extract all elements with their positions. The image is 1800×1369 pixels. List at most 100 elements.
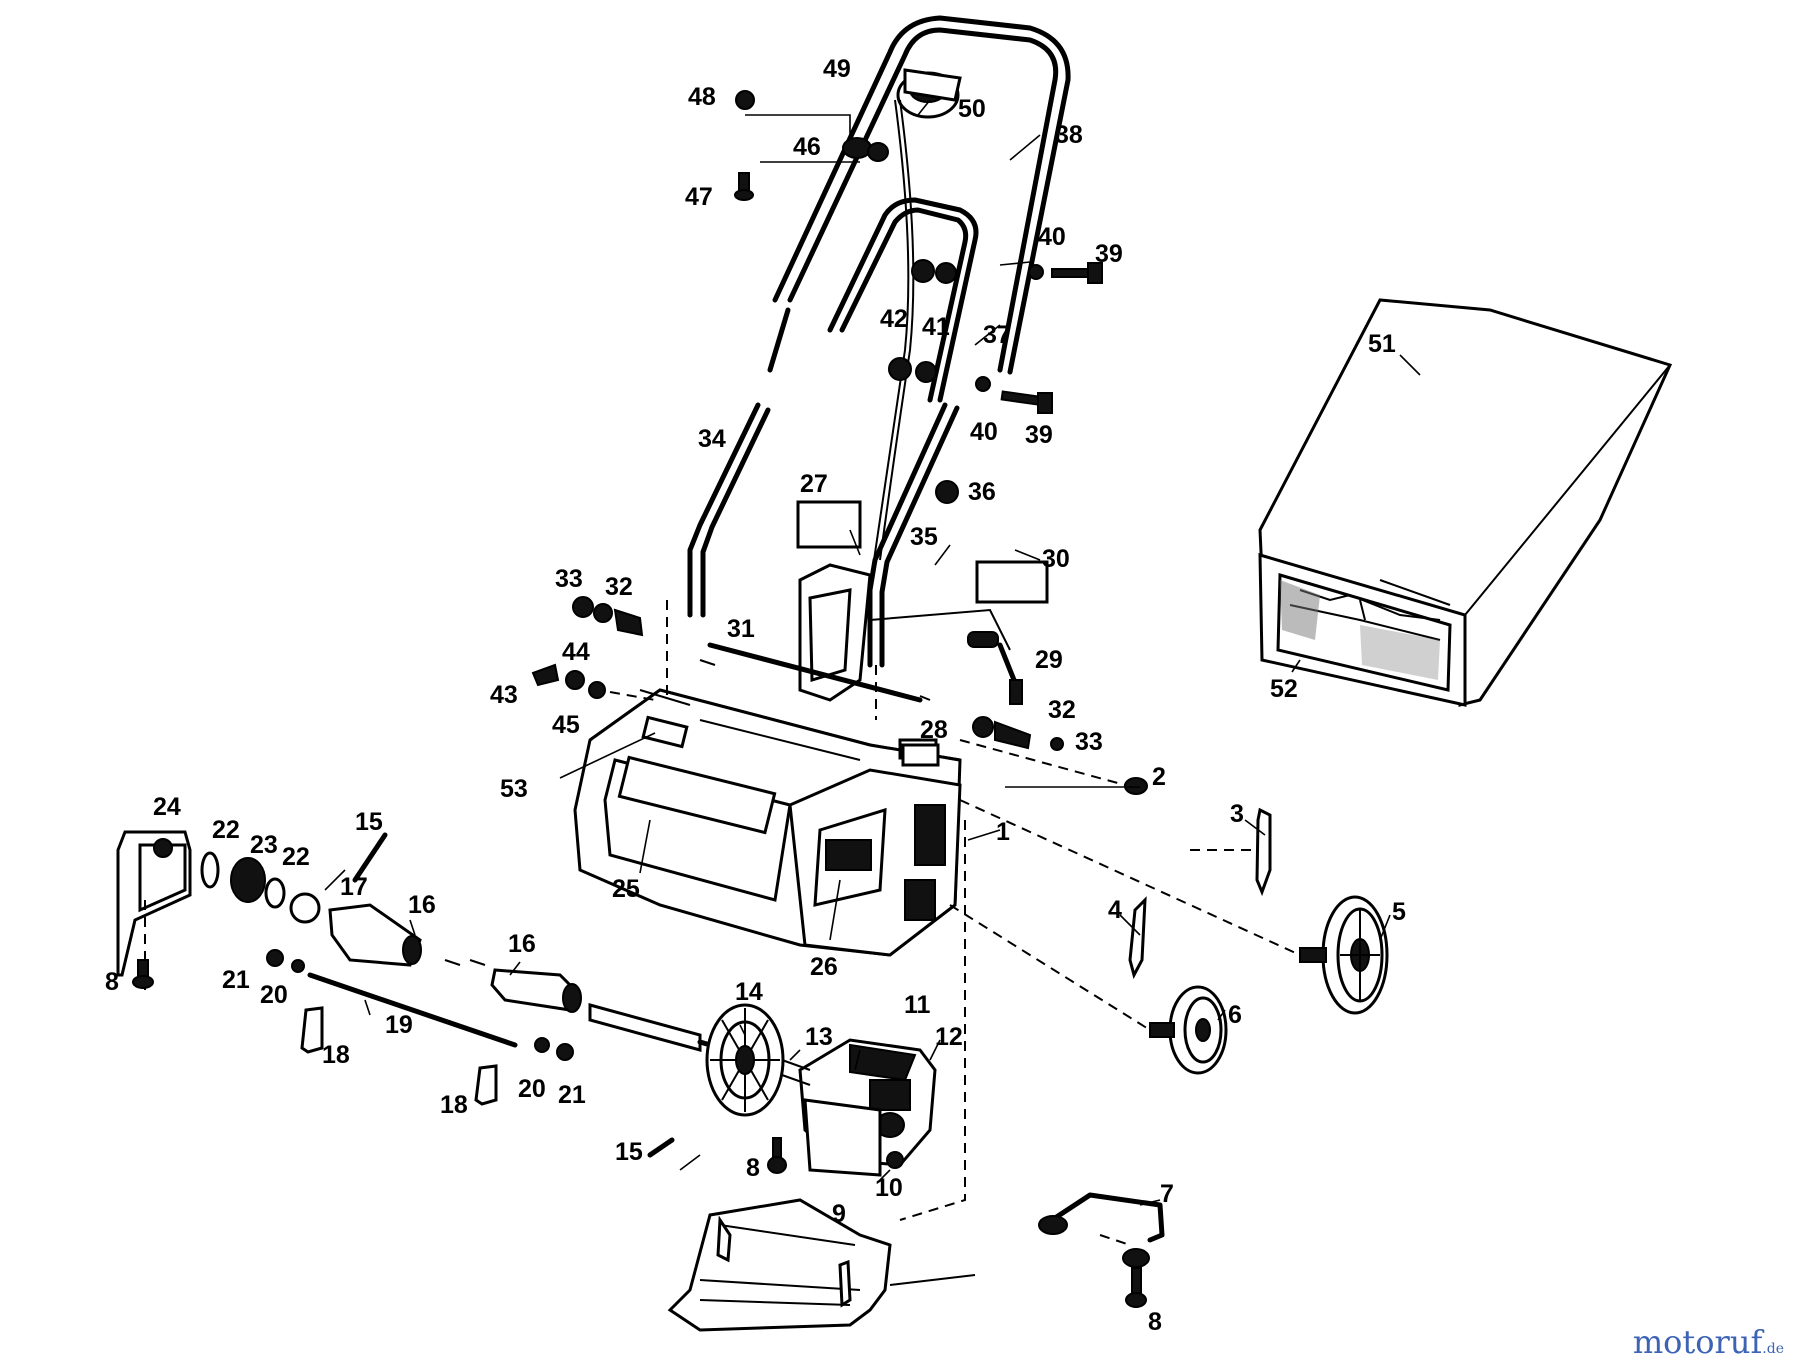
callout-50: 50: [958, 95, 986, 123]
cable-2: [873, 99, 910, 561]
callout-16-b: 16: [508, 930, 536, 958]
callout-33-b: 33: [1075, 728, 1103, 756]
callout-13: 13: [805, 1023, 833, 1051]
bolt-39-upper: [1028, 262, 1103, 284]
callout-36: 36: [968, 478, 996, 506]
clip-4: [1128, 896, 1147, 980]
callout-32-a: 32: [605, 573, 633, 601]
switch-housing: [896, 68, 962, 119]
leader-lines: [324, 99, 1421, 1206]
callout-22-a: 22: [212, 816, 240, 844]
screw-8-left: [132, 959, 154, 989]
pin-15-top: [352, 832, 388, 883]
callout-28: 28: [920, 716, 948, 744]
callout-17: 17: [340, 873, 368, 901]
bearing-bracket-24: [116, 830, 192, 990]
lower-handle-right: [867, 402, 960, 668]
callout-1: 1: [996, 818, 1010, 846]
grass-box: [1258, 298, 1673, 707]
callout-22-b: 22: [282, 843, 310, 871]
callout-49: 49: [823, 55, 851, 83]
bracket-7: [1038, 1192, 1165, 1268]
callout-5: 5: [1392, 898, 1406, 926]
watermark-tld: .de: [1762, 1341, 1784, 1357]
dash-wheel6: [949, 904, 1151, 1031]
callout-46: 46: [793, 133, 821, 161]
callout-38: 38: [1055, 121, 1083, 149]
callout-29: 29: [1035, 646, 1063, 674]
callout-18-a: 18: [322, 1041, 350, 1069]
callout-35: 35: [910, 523, 938, 551]
label-plate-27: [796, 500, 862, 549]
part-2: [1124, 777, 1148, 795]
knob-pair-lower: [888, 357, 937, 383]
callout-16-a: 16: [408, 891, 436, 919]
callout-45: 45: [552, 711, 580, 739]
screw-8-bottom: [1125, 1267, 1147, 1308]
fan-14: [705, 1003, 785, 1117]
label-plate-30: [975, 560, 1049, 604]
motor-11: [781, 1038, 937, 1177]
callout-11: 11: [904, 991, 931, 1019]
callout-19: 19: [385, 1011, 413, 1039]
callout-8-c: 8: [1148, 1308, 1162, 1336]
callout-40-b: 40: [970, 418, 998, 446]
part-36: [935, 480, 959, 504]
knob-pair-upper: [911, 259, 957, 284]
knob-48: [735, 90, 755, 110]
watermark-brand: motoruf: [1632, 1323, 1763, 1361]
callout-53: 53: [500, 775, 528, 803]
callout-21-a: 21: [222, 966, 250, 994]
screw-8-motor: [767, 1137, 787, 1174]
callout-30: 30: [1042, 545, 1070, 573]
callout-34: 34: [698, 425, 726, 453]
callout-27: 27: [800, 470, 828, 498]
callout-25: 25: [612, 875, 640, 903]
pin-18-right: [474, 1064, 498, 1106]
roller-16: [444, 959, 582, 1013]
callout-15-a: 15: [355, 808, 383, 836]
callout-14: 14: [735, 978, 763, 1006]
screw-set-43-44-45: [531, 663, 656, 701]
clamp-46: [842, 137, 889, 162]
callout-40-a: 40: [1038, 223, 1066, 251]
callout-21-b: 21: [558, 1081, 586, 1109]
callout-15-b: 15: [615, 1138, 643, 1166]
callout-6: 6: [1228, 1001, 1242, 1029]
dash-frame-down: [899, 820, 966, 1221]
part-29: [967, 631, 1023, 705]
callout-26: 26: [810, 953, 838, 981]
callout-24: 24: [153, 793, 181, 821]
dash-bracket7: [1099, 1234, 1131, 1246]
cable: [879, 99, 915, 561]
callout-labels: 1 2 3 4 5 6 7 8 8 8 8 9 10 11 12 13 14 1…: [105, 55, 1406, 1336]
callout-7: 7: [1160, 1180, 1174, 1208]
callout-2: 2: [1152, 763, 1166, 791]
callout-3: 3: [1230, 800, 1244, 828]
callout-42: 42: [880, 305, 908, 333]
callout-41: 41: [922, 313, 950, 341]
callout-48: 48: [688, 83, 716, 111]
callout-44: 44: [562, 638, 590, 666]
handle-mount: [699, 563, 1011, 703]
part-28: [901, 743, 940, 767]
leader-48: [745, 114, 851, 135]
callout-20-a: 20: [260, 981, 288, 1009]
dash-wheel5: [959, 799, 1301, 956]
callout-8-a: 8: [105, 968, 119, 996]
pin-18-left: [300, 1006, 324, 1054]
bearing-22-23: [200, 851, 422, 967]
watermark-logo: motoruf.de: [1633, 1323, 1784, 1361]
callout-39-b: 39: [1025, 421, 1053, 449]
callout-33-a: 33: [555, 565, 583, 593]
shaft-19: [266, 949, 574, 1061]
upper-handle-bar: [772, 15, 1071, 403]
lower-handle-left: [687, 307, 791, 618]
callout-32-b: 32: [1048, 696, 1076, 724]
leader-bolts: [999, 261, 1031, 266]
callout-12: 12: [935, 1023, 963, 1051]
clip-3: [1255, 807, 1272, 897]
deck-housing: [573, 688, 962, 957]
callout-8-b: 8: [746, 1154, 760, 1182]
